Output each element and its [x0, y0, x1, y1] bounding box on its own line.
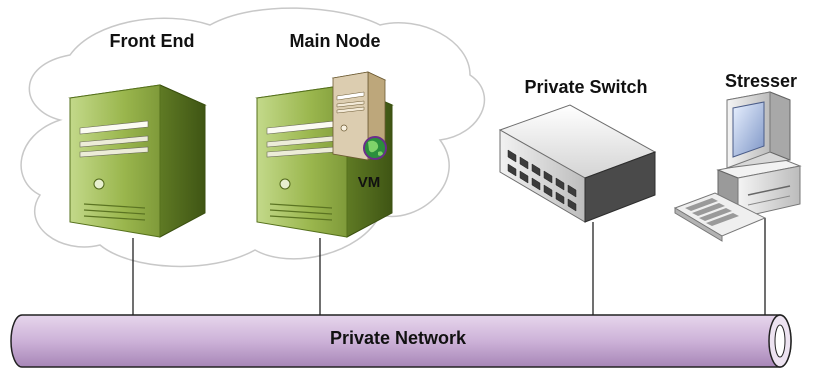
private-network-label: Private Network: [329, 328, 467, 348]
switch-icon: [498, 104, 657, 223]
vm-server-icon: [331, 71, 387, 161]
vm-label: VM: [357, 174, 381, 191]
network-pipe: [10, 314, 792, 368]
private-switch-label: Private Switch: [524, 77, 648, 97]
workstation-icon: [673, 91, 802, 242]
main-node-label: Main Node: [289, 31, 381, 51]
front-end-label: Front End: [109, 31, 195, 51]
stresser-label: Stresser: [724, 71, 798, 91]
connection-lines: [132, 218, 766, 315]
globe-icon: [363, 136, 387, 160]
front-end-server-icon: [68, 84, 207, 238]
